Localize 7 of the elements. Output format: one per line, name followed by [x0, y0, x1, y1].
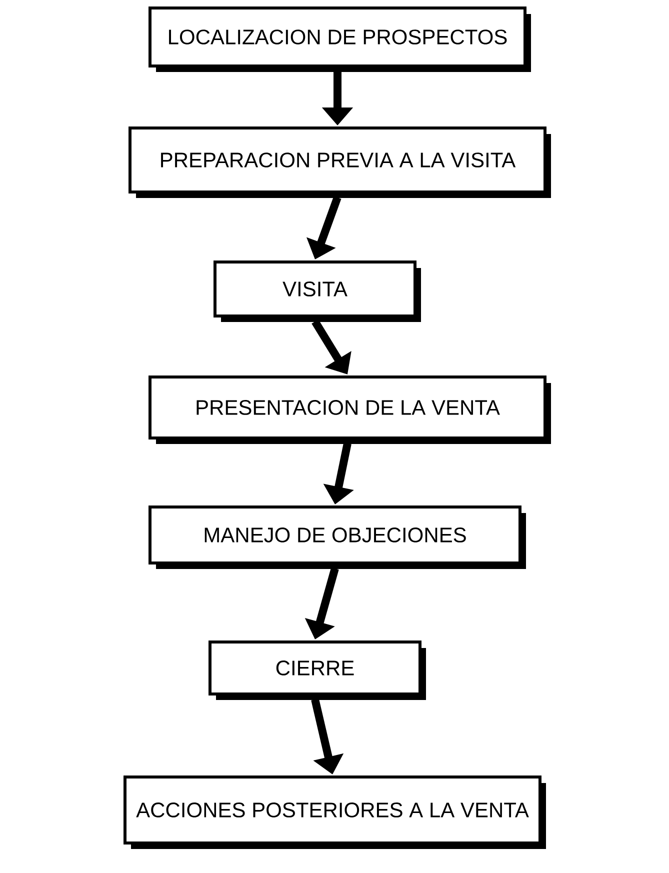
banner-box: CIERRE	[208, 640, 426, 700]
banner-box: VISITA	[214, 260, 421, 322]
banner-box: MANEJO DE OBJECIONES	[148, 506, 526, 569]
banner-box: LOCALIZACION DE PROSPECTOS	[148, 6, 531, 72]
banner-box: PRESENTACION DE LA VENTA	[148, 376, 551, 444]
banner-box: ACCIONES POSTERIORES A LA VENTA	[124, 776, 546, 849]
banner-box: PREPARACION PREVIA A LA VISITA	[128, 126, 551, 198]
